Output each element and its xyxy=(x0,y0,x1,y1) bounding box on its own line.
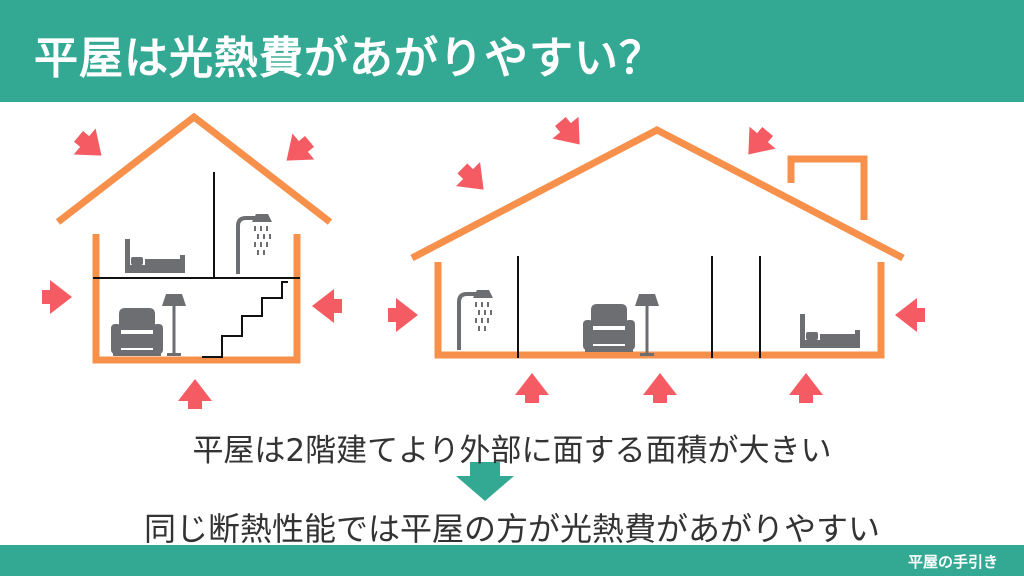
conclusion-caption: 同じ断熱性能では平屋の方が光熱費があがりやすい xyxy=(143,510,880,548)
heat-arrow-icon xyxy=(789,373,823,403)
comparison-caption: 平屋は2階建てより外部に面する面積が大きい xyxy=(192,433,832,469)
heat-arrow-icon xyxy=(547,110,593,156)
page-title: 平屋は光熱費があがりやすい？ xyxy=(34,33,664,84)
down-arrow-icon xyxy=(456,462,514,501)
heat-arrow-icon xyxy=(67,123,113,169)
single-story-roof xyxy=(410,126,905,262)
heat-arrow-icon xyxy=(275,128,321,174)
footer-bar: 平屋の手引き xyxy=(0,545,1024,576)
chimney xyxy=(787,155,868,220)
heat-arrow-icon xyxy=(643,373,677,403)
heat-arrow-icon xyxy=(515,373,549,403)
shower-icon xyxy=(236,212,274,276)
two-story-house xyxy=(42,112,342,409)
floor-lamp-icon xyxy=(635,294,659,356)
heat-arrow-icon xyxy=(450,156,496,202)
heat-arrow-icon xyxy=(388,298,418,332)
heat-arrow-icon xyxy=(895,298,925,332)
bed-icon xyxy=(125,239,185,273)
single-story-walls xyxy=(434,262,885,359)
armchair-icon xyxy=(583,304,635,352)
single-story-house xyxy=(388,110,925,403)
staircase-icon xyxy=(202,281,288,358)
heat-arrow-icon xyxy=(735,120,781,166)
armchair-icon xyxy=(111,308,163,356)
bed-icon xyxy=(800,314,860,348)
heat-arrow-icon xyxy=(42,280,72,314)
heat-arrow-icon xyxy=(312,289,342,323)
heat-arrow-icon xyxy=(178,379,212,409)
title-banner: 平屋は光熱費があがりやすい？ xyxy=(0,0,1024,102)
site-brand: 平屋の手引き xyxy=(907,553,998,571)
shower-icon xyxy=(457,288,495,352)
two-story-roof xyxy=(55,112,333,225)
floor-lamp-icon xyxy=(162,294,186,356)
two-story-walls xyxy=(92,234,301,364)
